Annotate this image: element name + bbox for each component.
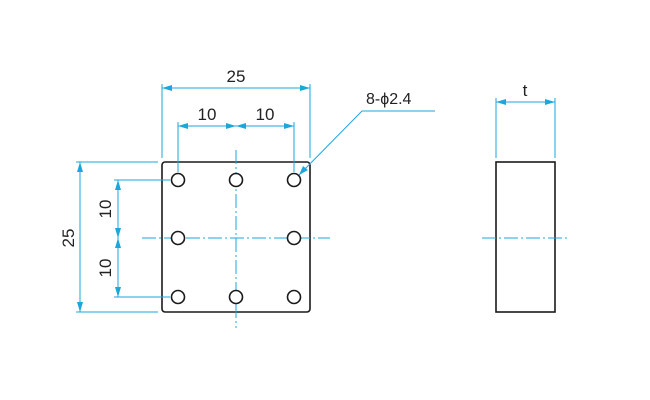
arrowhead — [115, 287, 121, 297]
hole-callout-label: 8-ϕ2.4 — [366, 91, 412, 108]
dimension-overall-width: 25 — [161, 67, 311, 158]
hole — [170, 289, 186, 305]
arrowhead — [284, 123, 294, 129]
arrowhead — [115, 228, 121, 238]
dimension-label-pitch-left: 10 — [198, 105, 217, 124]
dimension-hole-pitch-horizontal: 10 10 — [177, 105, 295, 172]
hole — [228, 172, 244, 188]
arrowhead — [236, 123, 246, 129]
arrowhead — [77, 162, 83, 172]
dimension-label-pitch-right: 10 — [256, 105, 275, 124]
hole — [228, 289, 244, 305]
arrowhead — [226, 123, 236, 129]
front-view: 25 10 10 25 — [59, 67, 435, 328]
hole — [286, 172, 302, 188]
dimension-label-overall-width: 25 — [227, 67, 246, 86]
hole-pattern — [170, 172, 302, 305]
hole — [286, 289, 302, 305]
side-view-outline — [495, 161, 556, 313]
arrowhead — [162, 85, 172, 91]
dimension-hole-pitch-vertical: 10 10 — [96, 179, 170, 298]
leader-line — [298, 110, 363, 176]
hole — [170, 172, 186, 188]
dimension-label-pitch-lower: 10 — [96, 259, 115, 278]
arrowhead — [115, 180, 121, 190]
dimension-label-thickness: t — [523, 81, 528, 100]
hole — [170, 230, 186, 246]
hole — [286, 230, 302, 246]
dimension-thickness: t — [495, 81, 556, 158]
dimension-label-overall-height: 25 — [59, 229, 78, 248]
arrowhead — [178, 123, 188, 129]
arrowhead — [115, 238, 121, 248]
dimension-label-pitch-upper: 10 — [96, 200, 115, 219]
arrowhead — [299, 166, 308, 175]
arrowhead — [77, 302, 83, 312]
arrowhead — [545, 99, 555, 105]
arrowhead — [300, 85, 310, 91]
dimension-overall-height: 25 — [59, 161, 158, 313]
hole-callout: 8-ϕ2.4 — [298, 91, 435, 176]
arrowhead — [496, 99, 506, 105]
side-view: t — [482, 81, 570, 313]
